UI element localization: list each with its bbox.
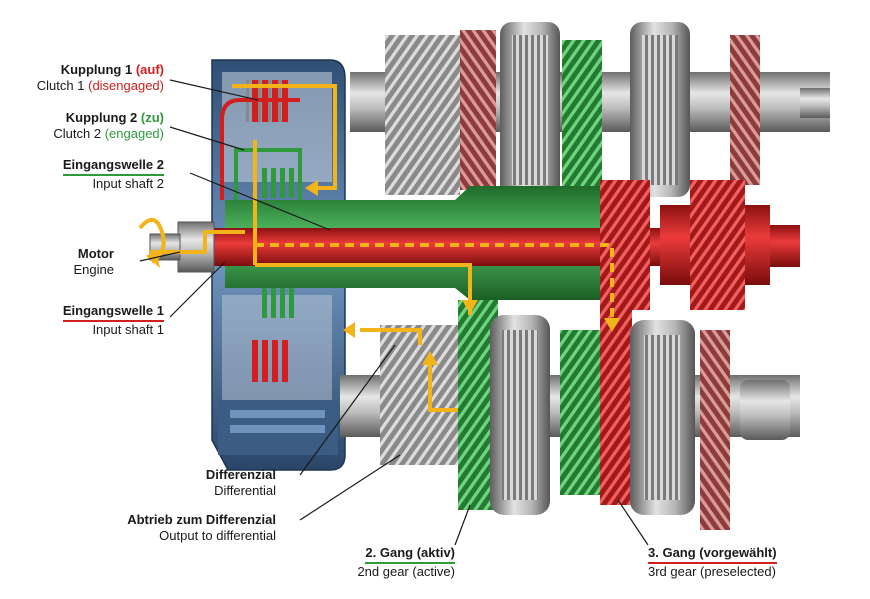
label-clutch2: Kupplung 2 (zu) Clutch 2 (engaged): [0, 110, 164, 142]
clutch1-en-state: (disengaged): [88, 78, 164, 93]
clutch1-en-name: Clutch 1: [36, 78, 85, 93]
upper-gear-rose-right: [730, 35, 760, 185]
label-differential: Differenzial Differential: [0, 467, 276, 499]
label-gear3: 3. Gang (vorgewählt) 3rd gear (preselect…: [648, 545, 808, 580]
clutch2-de-name: Kupplung 2: [65, 110, 138, 125]
lower-gear-gray: [380, 325, 460, 465]
label-gear2: 2. Gang (aktiv) 2nd gear (active): [320, 545, 455, 580]
input-shaft1-en: Input shaft 1: [92, 322, 164, 337]
label-clutch1: Kupplung 1 (auf) Clutch 1 (disengaged): [0, 62, 164, 94]
lower-synchro-right: [630, 320, 695, 515]
gear-3-red: [600, 310, 632, 505]
clutch2-de-state: (zu): [140, 110, 164, 125]
differential-en: Differential: [214, 483, 276, 498]
power-flow-active: [150, 84, 472, 412]
leader-lines: [139, 79, 649, 546]
engine-rotation-arrow: [138, 218, 166, 264]
upper-synchro-right: [630, 22, 690, 197]
clutch1-plates-lower: [252, 340, 288, 382]
label-output: Abtrieb zum Differenzial Output to diffe…: [0, 512, 276, 544]
differential-de: Differenzial: [205, 467, 276, 482]
gear3-en: 3rd gear (preselected): [648, 564, 776, 579]
flow-arrowheads: [305, 180, 620, 365]
power-flow-preselected: [255, 243, 614, 320]
clutch2-en-state: (engaged): [104, 126, 164, 141]
label-engine: Motor Engine: [0, 246, 114, 278]
input-shaft2-en: Input shaft 2: [92, 176, 164, 191]
clutch1-outline: [220, 98, 300, 200]
gear2-en: 2nd gear (active): [357, 564, 455, 579]
lower-synchro-left: [490, 315, 550, 515]
engine-rotation-arrowhead: [146, 250, 160, 268]
clutch2-outline: [234, 148, 302, 210]
engine-en: Engine: [73, 262, 114, 277]
gear3-de: 3. Gang (vorgewählt): [648, 545, 777, 564]
upper-gear-green: [562, 40, 602, 190]
lower-gear-green-right: [560, 330, 600, 495]
output-de: Abtrieb zum Differenzial: [127, 512, 276, 527]
clutch1-de-name: Kupplung 1: [60, 62, 133, 77]
clutch2-en-name: Clutch 2: [53, 126, 102, 141]
upper-gear-rose: [460, 30, 496, 190]
input-shaft2-de: Eingangswelle 2: [62, 157, 164, 176]
input-shaft1-de: Eingangswelle 1: [62, 303, 164, 322]
upper-synchro-left: [500, 22, 560, 197]
gear2-de: 2. Gang (aktiv): [365, 545, 455, 564]
engine-de: Motor: [77, 246, 114, 261]
lower-shaft-end: [740, 380, 790, 440]
clutch1-de-state: (auf): [135, 62, 164, 77]
output-en: Output to differential: [159, 528, 276, 543]
clutch2-plates: [262, 168, 294, 318]
label-input-shaft1: Eingangswelle 1 Input shaft 1: [0, 303, 164, 338]
lower-gear-rose: [700, 330, 730, 530]
label-input-shaft2: Eingangswelle 2 Input shaft 2: [0, 157, 164, 192]
upper-gear-gray: [385, 35, 460, 195]
